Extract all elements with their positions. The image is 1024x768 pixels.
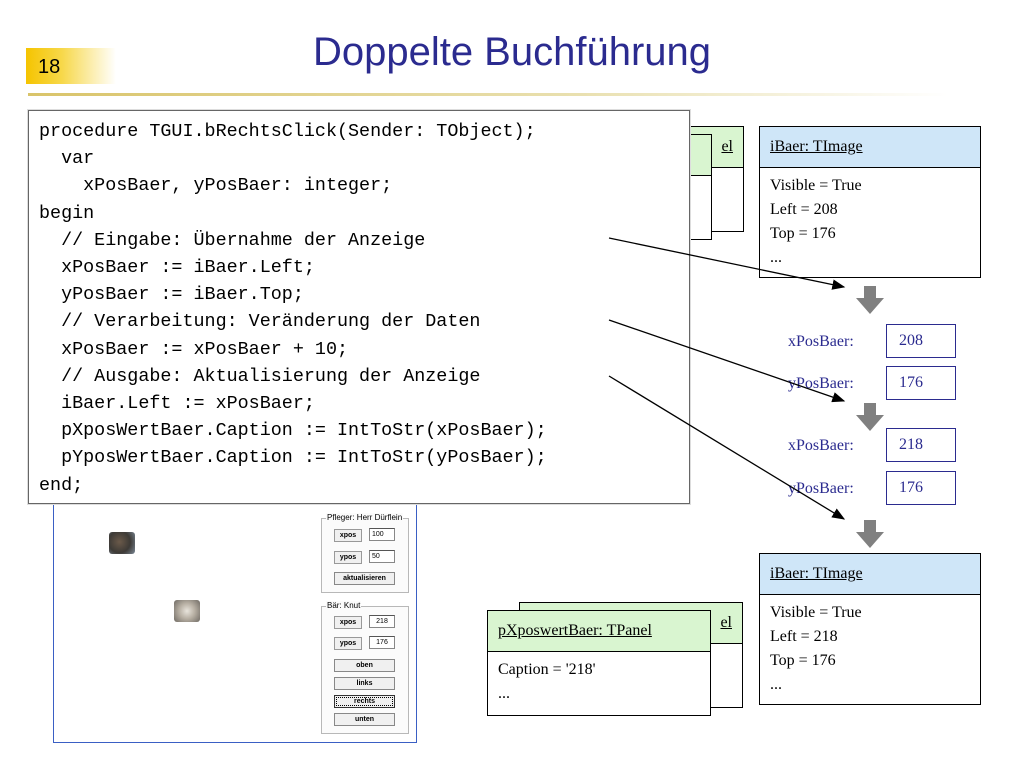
baer-ypos-label: ypos bbox=[334, 637, 362, 650]
panel-after-header: pXposwertBaer: TPanel bbox=[488, 611, 710, 652]
image-after-prop-top: Top = 176 bbox=[770, 652, 836, 669]
var-xpos-label-2: xPosBaer: bbox=[788, 437, 854, 454]
code-line: procedure TGUI.bRechtsClick(Sender: TObj… bbox=[39, 121, 536, 142]
var-ypos-label-1: yPosBaer: bbox=[788, 375, 854, 392]
code-line: // Ausgabe: Aktualisierung der Anzeige bbox=[39, 365, 481, 387]
image-before-header: iBaer: TImage bbox=[760, 127, 980, 168]
bear-image[interactable] bbox=[174, 600, 200, 622]
pfleger-ypos-field[interactable]: 50 bbox=[369, 550, 395, 563]
slide-title: Doppelte Buchführung bbox=[312, 30, 712, 74]
title-divider bbox=[28, 93, 948, 96]
code-line: pYposWertBaer.Caption := IntToStr(yPosBa… bbox=[39, 447, 547, 469]
image-before-prop-visible: Visible = True bbox=[770, 177, 862, 194]
code-line: begin bbox=[39, 202, 95, 224]
var-xpos-value-1: 208 bbox=[886, 324, 956, 358]
slide-number: 18 bbox=[26, 48, 116, 84]
image-after-prop-left: Left = 218 bbox=[770, 628, 838, 645]
panel-after-prop-more: ... bbox=[498, 685, 510, 702]
code-line: end; bbox=[39, 474, 84, 496]
down-arrow-icon bbox=[856, 286, 884, 314]
down-arrow-icon bbox=[856, 520, 884, 548]
group-pfleger-title: Pfleger: Herr Dürflein bbox=[326, 513, 404, 522]
panel-object-after: pXposwertBaer: TPanel Caption = '218' ..… bbox=[487, 610, 711, 716]
image-after-prop-visible: Visible = True bbox=[770, 604, 862, 621]
code-line: // Eingabe: Übernahme der Anzeige bbox=[39, 229, 426, 251]
code-line: xPosBaer, yPosBaer: integer; bbox=[39, 175, 393, 197]
pfleger-xpos-label: xpos bbox=[334, 529, 362, 542]
group-baer: Bär: Knut xpos 218 ypos 176 oben links r… bbox=[321, 601, 409, 734]
down-arrow-icon bbox=[856, 403, 884, 431]
aktualisieren-button[interactable]: aktualisieren bbox=[334, 572, 395, 585]
var-ypos-value-2: 176 bbox=[886, 471, 956, 505]
links-button[interactable]: links bbox=[334, 677, 395, 690]
unten-button[interactable]: unten bbox=[334, 713, 395, 726]
image-after-header: iBaer: TImage bbox=[760, 554, 980, 595]
image-object-before: iBaer: TImage Visible = True Left = 208 … bbox=[759, 126, 981, 278]
code-line: xPosBaer := iBaer.Left; bbox=[39, 257, 315, 279]
app-window: Pfleger: Herr Dürflein xpos 100 ypos 50 … bbox=[53, 495, 417, 743]
var-xpos-label-1: xPosBaer: bbox=[788, 333, 854, 350]
pfleger-xpos-field[interactable]: 100 bbox=[369, 528, 395, 541]
panel-after-prop-caption: Caption = '218' bbox=[498, 661, 596, 678]
baer-xpos-field[interactable]: 218 bbox=[369, 615, 395, 628]
code-listing: procedure TGUI.bRechtsClick(Sender: TObj… bbox=[28, 110, 690, 504]
image-object-after: iBaer: TImage Visible = True Left = 218 … bbox=[759, 553, 981, 705]
code-line: iBaer.Left := xPosBaer; bbox=[39, 393, 315, 415]
group-baer-title: Bär: Knut bbox=[326, 601, 362, 610]
rechts-button[interactable]: rechts bbox=[334, 695, 395, 708]
group-pfleger: Pfleger: Herr Dürflein xpos 100 ypos 50 … bbox=[321, 513, 409, 593]
var-ypos-label-2: yPosBaer: bbox=[788, 480, 854, 497]
image-after-prop-more: ... bbox=[770, 676, 782, 693]
code-line: yPosBaer := iBaer.Top; bbox=[39, 284, 304, 306]
keeper-image[interactable] bbox=[109, 532, 135, 554]
baer-ypos-field[interactable]: 176 bbox=[369, 636, 395, 649]
oben-button[interactable]: oben bbox=[334, 659, 395, 672]
code-line: // Verarbeitung: Veränderung der Daten bbox=[39, 311, 481, 333]
image-before-prop-top: Top = 176 bbox=[770, 225, 836, 242]
code-line: var bbox=[39, 148, 95, 170]
baer-xpos-label: xpos bbox=[334, 616, 362, 629]
image-before-prop-more: ... bbox=[770, 249, 782, 266]
code-line: xPosBaer := xPosBaer + 10; bbox=[39, 338, 349, 360]
var-xpos-value-2: 218 bbox=[886, 428, 956, 462]
code-line: pXposWertBaer.Caption := IntToStr(xPosBa… bbox=[39, 420, 547, 442]
pfleger-ypos-label: ypos bbox=[334, 551, 362, 564]
image-before-prop-left: Left = 208 bbox=[770, 201, 838, 218]
var-ypos-value-1: 176 bbox=[886, 366, 956, 400]
